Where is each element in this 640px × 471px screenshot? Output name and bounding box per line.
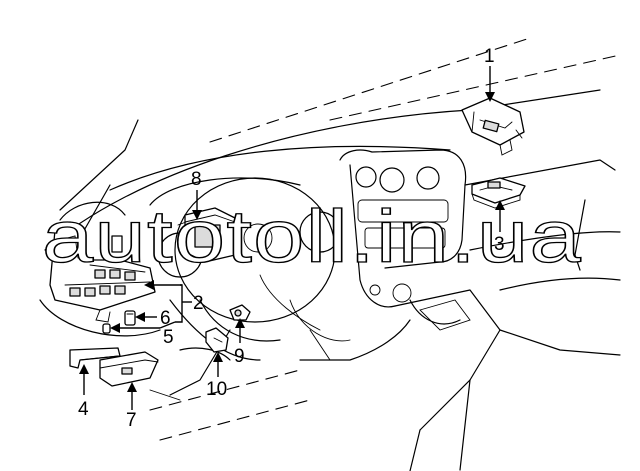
callout-3: 3 [494,234,505,255]
callout-8: 8 [191,169,202,190]
dashboard-outline [39,37,621,471]
part-5-connector [102,323,111,334]
callout-5: 5 [163,327,174,348]
part-9-switch [229,304,251,321]
part-8-junction-block [177,207,236,263]
callout-6: 6 [160,308,171,329]
part-1-module [461,97,525,156]
callout-2: 2 [193,293,204,314]
callout-10: 10 [206,379,227,400]
part-10-sensor [205,327,229,353]
callout-9: 9 [234,346,245,367]
callout-4: 4 [78,399,89,420]
callout-1: 1 [484,46,495,67]
callout-leaders [79,66,505,410]
part-4-bracket [69,347,121,369]
part-6-relay [124,310,136,326]
part-2-fuse-block [49,221,156,323]
part-7-control-module [99,351,159,387]
watermark-text: autotoll.in.ua [42,195,582,278]
part-3-relay [471,177,526,209]
callout-7: 7 [126,410,137,431]
